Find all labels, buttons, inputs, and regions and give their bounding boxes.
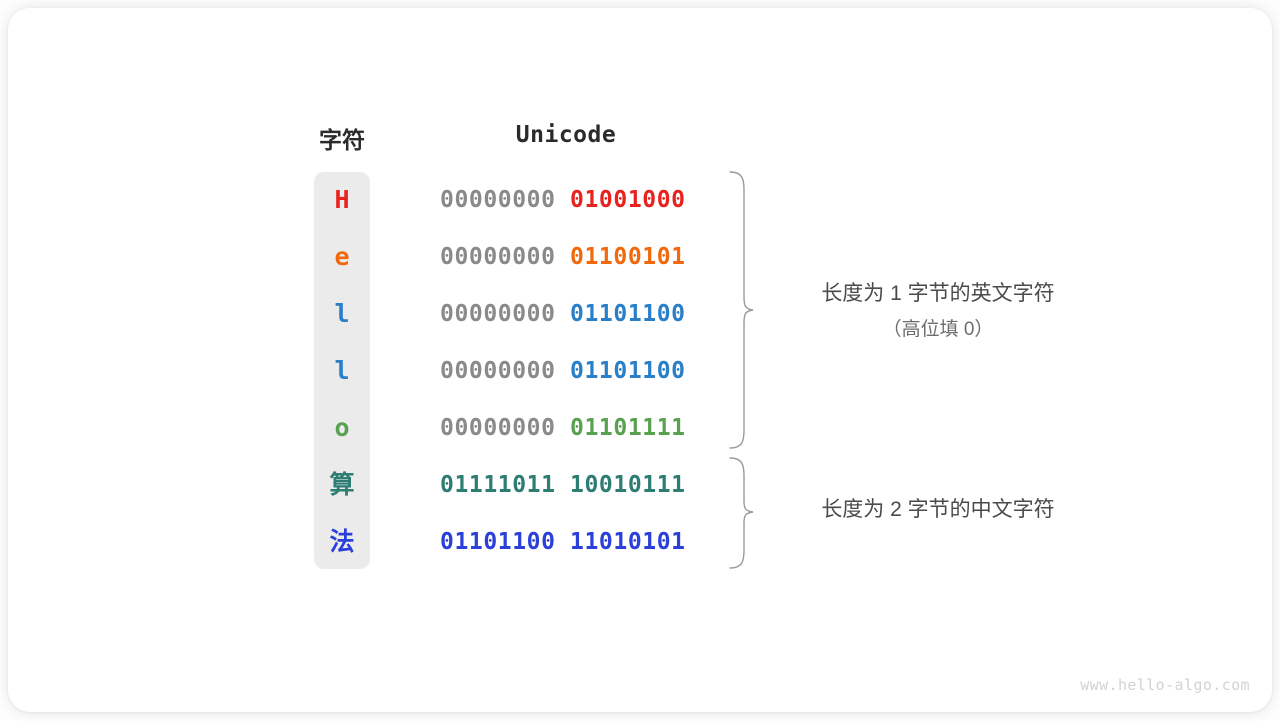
row-unicode-bits: 01101100 11010101 [440, 522, 686, 562]
row-high-byte: 00000000 [440, 415, 556, 441]
row-character: o [334, 413, 350, 442]
encoding-row: 法 01101100 11010101 [314, 522, 714, 562]
row-low-byte: 01100101 [570, 244, 686, 270]
row-high-byte: 00000000 [440, 244, 556, 270]
row-character: 算 [329, 470, 355, 499]
row-unicode-bits: 00000000 01101111 [440, 408, 686, 448]
diagram-card: 字符 Unicode H 00000000 01001000 e 00000000 0… [8, 8, 1272, 712]
annotation-two-byte: 长度为 2 字节的中文字符 [768, 496, 1108, 524]
row-low-byte: 01101100 [570, 358, 686, 384]
row-character: H [334, 185, 350, 214]
row-low-byte: 11010101 [570, 529, 686, 555]
annotation-one-byte-main: 长度为 1 字节的英文字符 [821, 282, 1055, 305]
row-character: l [334, 299, 350, 328]
row-high-byte: 00000000 [440, 301, 556, 327]
row-low-byte: 01101100 [570, 301, 686, 327]
column-header-character: 字符 [319, 127, 365, 153]
row-low-byte: 01001000 [570, 187, 686, 213]
annotation-one-byte: 长度为 1 字节的英文字符 （高位填 0） [768, 276, 1108, 348]
encoding-row: o 00000000 01101111 [314, 408, 714, 448]
annotation-one-byte-sub: （高位填 0） [882, 319, 994, 340]
row-high-byte: 00000000 [440, 187, 556, 213]
row-high-byte: 01111011 [440, 472, 556, 498]
brace-two-byte [729, 457, 754, 569]
row-low-byte: 01101111 [570, 415, 686, 441]
column-header-unicode: Unicode [515, 122, 617, 148]
watermark: www.hello-algo.com [1080, 676, 1250, 694]
brace-one-byte [729, 171, 754, 449]
encoding-row: l 00000000 01101100 [314, 294, 714, 334]
row-unicode-bits: 01111011 10010111 [440, 465, 686, 505]
row-character: 法 [329, 527, 355, 556]
encoding-row: 算 01111011 10010111 [314, 465, 714, 505]
row-unicode-bits: 00000000 01001000 [440, 180, 686, 220]
row-high-byte: 01101100 [440, 529, 556, 555]
row-unicode-bits: 00000000 01100101 [440, 237, 686, 277]
encoding-row: l 00000000 01101100 [314, 351, 714, 391]
encoding-row: e 00000000 01100101 [314, 237, 714, 277]
row-character: e [334, 242, 350, 271]
row-high-byte: 00000000 [440, 358, 556, 384]
row-unicode-bits: 00000000 01101100 [440, 294, 686, 334]
row-unicode-bits: 00000000 01101100 [440, 351, 686, 391]
annotation-two-byte-main: 长度为 2 字节的中文字符 [821, 498, 1055, 521]
row-low-byte: 10010111 [570, 472, 686, 498]
character-column-panel [314, 172, 370, 569]
encoding-row: H 00000000 01001000 [314, 180, 714, 220]
row-character: l [334, 356, 350, 385]
